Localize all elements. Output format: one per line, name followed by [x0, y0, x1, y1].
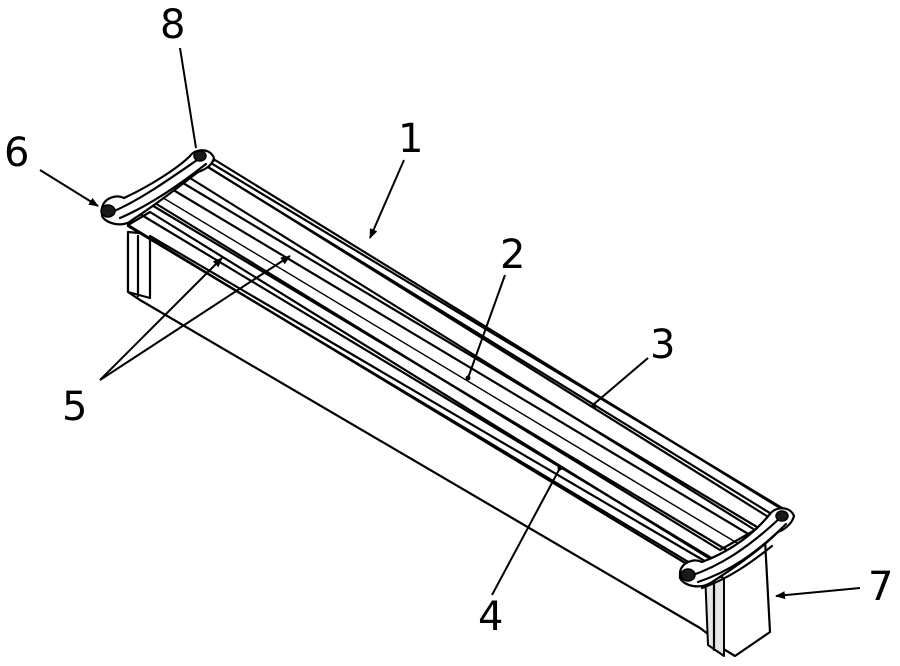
label-5: 5	[62, 384, 87, 430]
right-cap-lower-edge	[700, 544, 774, 590]
leader-4	[491, 467, 561, 596]
label-3: 3	[650, 322, 675, 368]
leader-5b	[99, 255, 291, 381]
point-2	[465, 375, 471, 381]
label-8: 8	[160, 2, 185, 48]
leader-7	[775, 587, 861, 600]
point-3	[591, 403, 597, 409]
front-upper-edge	[138, 212, 720, 564]
leader-5a	[99, 257, 223, 381]
leader-6	[39, 169, 99, 207]
right-cap-ridge	[688, 516, 782, 578]
label-6: 6	[4, 130, 29, 176]
right-end-cap	[678, 507, 796, 588]
rail-edge-2	[168, 186, 757, 540]
front-lip-face	[126, 210, 714, 574]
rail-edge-4	[148, 202, 732, 554]
leader-2	[467, 274, 506, 379]
label-4: 4	[478, 594, 503, 640]
leader-8	[179, 47, 197, 149]
right-cap-top-knob	[775, 510, 789, 522]
label-1: 1	[398, 116, 423, 162]
right-cap-ridge-2	[696, 522, 788, 584]
top-back-edge	[194, 152, 784, 510]
body-top-edge	[148, 234, 722, 572]
point-4	[557, 465, 563, 471]
right-cap-knob	[680, 568, 696, 582]
leader-1	[369, 159, 405, 239]
label-7: 7	[868, 564, 893, 610]
leader-3	[593, 357, 649, 405]
left-cap-top-knob	[193, 150, 207, 162]
rail-edge-3	[159, 195, 743, 547]
left-cap-ridge	[110, 156, 202, 214]
back-inner-edge	[204, 164, 780, 520]
front-lower-edge	[126, 224, 707, 574]
left-cap-ridge-2	[118, 162, 208, 220]
rail-edge-1	[176, 178, 764, 532]
label-2: 2	[500, 232, 525, 278]
left-cap-knob	[100, 204, 116, 218]
